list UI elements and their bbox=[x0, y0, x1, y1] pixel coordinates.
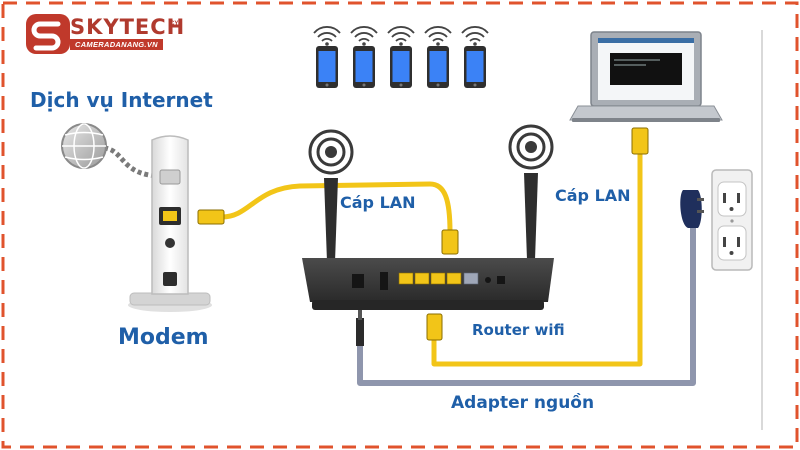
lan-cable-label-2: Cáp LAN bbox=[555, 186, 631, 205]
power-adapter-device bbox=[680, 190, 704, 228]
router-label: Router wifi bbox=[472, 321, 565, 339]
power-cable bbox=[356, 225, 696, 386]
wifi-router-device bbox=[302, 124, 554, 310]
lan-cable-modem-router bbox=[197, 181, 459, 255]
power-adapter-label: Adapter nguồn bbox=[451, 393, 595, 413]
lan-cable-label-1: Cáp LAN bbox=[340, 193, 416, 212]
router-antenna-right bbox=[508, 124, 554, 260]
internet-service-label: Dịch vụ Internet bbox=[30, 88, 213, 112]
lan-cable-router-laptop bbox=[426, 127, 649, 367]
smartphone-icon bbox=[313, 26, 341, 88]
smartphone-icon bbox=[461, 26, 489, 88]
smartphone-icon bbox=[424, 26, 452, 88]
smartphone-icon bbox=[350, 26, 378, 88]
smartphone-group bbox=[313, 26, 489, 88]
brand-domain: CAMERADANANG.VN bbox=[70, 39, 163, 50]
wall-outlet-icon bbox=[711, 169, 753, 271]
internet-globe-icon bbox=[61, 123, 107, 169]
skytech-logo-icon bbox=[26, 14, 70, 54]
modem-device bbox=[128, 135, 212, 312]
laptop-device bbox=[569, 31, 723, 122]
modem-label: Modem bbox=[118, 325, 209, 350]
brand-suffix: CY bbox=[170, 21, 179, 27]
smartphone-icon bbox=[387, 26, 415, 88]
router-antenna-left bbox=[308, 129, 354, 262]
brand-name: SKYTECH bbox=[70, 15, 186, 39]
